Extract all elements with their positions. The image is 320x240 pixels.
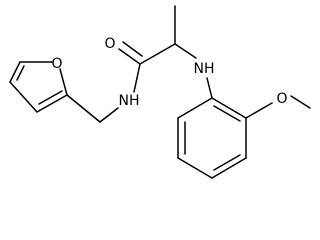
bond-carbonyl-o-double bbox=[122, 41, 143, 57]
backbone bbox=[66, 5, 213, 123]
bond-ar-6-1 bbox=[177, 97, 213, 119]
methoxy-group bbox=[245, 95, 311, 119]
bond-furan-c4-c5-inner bbox=[16, 65, 25, 81]
furan-oxygen-label: O bbox=[51, 56, 62, 72]
bond-carbonyl-alpha bbox=[139, 43, 176, 65]
amide-nh-label: NH bbox=[119, 93, 140, 109]
benzene-ring bbox=[177, 97, 247, 179]
bond-n-carbonyl bbox=[133, 63, 141, 93]
bond-furan-c4-c5 bbox=[9, 61, 21, 83]
molecule-structure: O O NH NH O bbox=[9, 5, 311, 179]
bond-furan-c2-c3 bbox=[36, 94, 68, 113]
bond-nh-aryl bbox=[206, 77, 213, 99]
bond-carbonyl-o bbox=[118, 48, 141, 65]
bond-o-methyl bbox=[290, 95, 311, 109]
bond-c2-ch2 bbox=[66, 94, 101, 123]
bond-ar-1-2 bbox=[211, 97, 247, 119]
amine-nh-label: NH bbox=[194, 61, 215, 77]
methoxy-oxygen-label: O bbox=[276, 91, 287, 107]
carbonyl-oxygen-label: O bbox=[104, 36, 115, 52]
bond-alpha-nh bbox=[174, 43, 197, 59]
bond-ar-inner-b bbox=[213, 154, 241, 171]
bond-furan-c3-c4 bbox=[9, 81, 38, 113]
furan-ring bbox=[9, 61, 68, 113]
bond-ar-4-5 bbox=[177, 157, 213, 179]
bond-ar-3-4 bbox=[211, 157, 247, 179]
bond-ar-o bbox=[245, 102, 273, 119]
bond-ch2-n bbox=[99, 107, 119, 123]
bond-furan-c2-c3-inner bbox=[38, 90, 63, 105]
bond-ar-inner-a bbox=[213, 105, 241, 122]
bond-furan-o-c2 bbox=[59, 68, 68, 96]
